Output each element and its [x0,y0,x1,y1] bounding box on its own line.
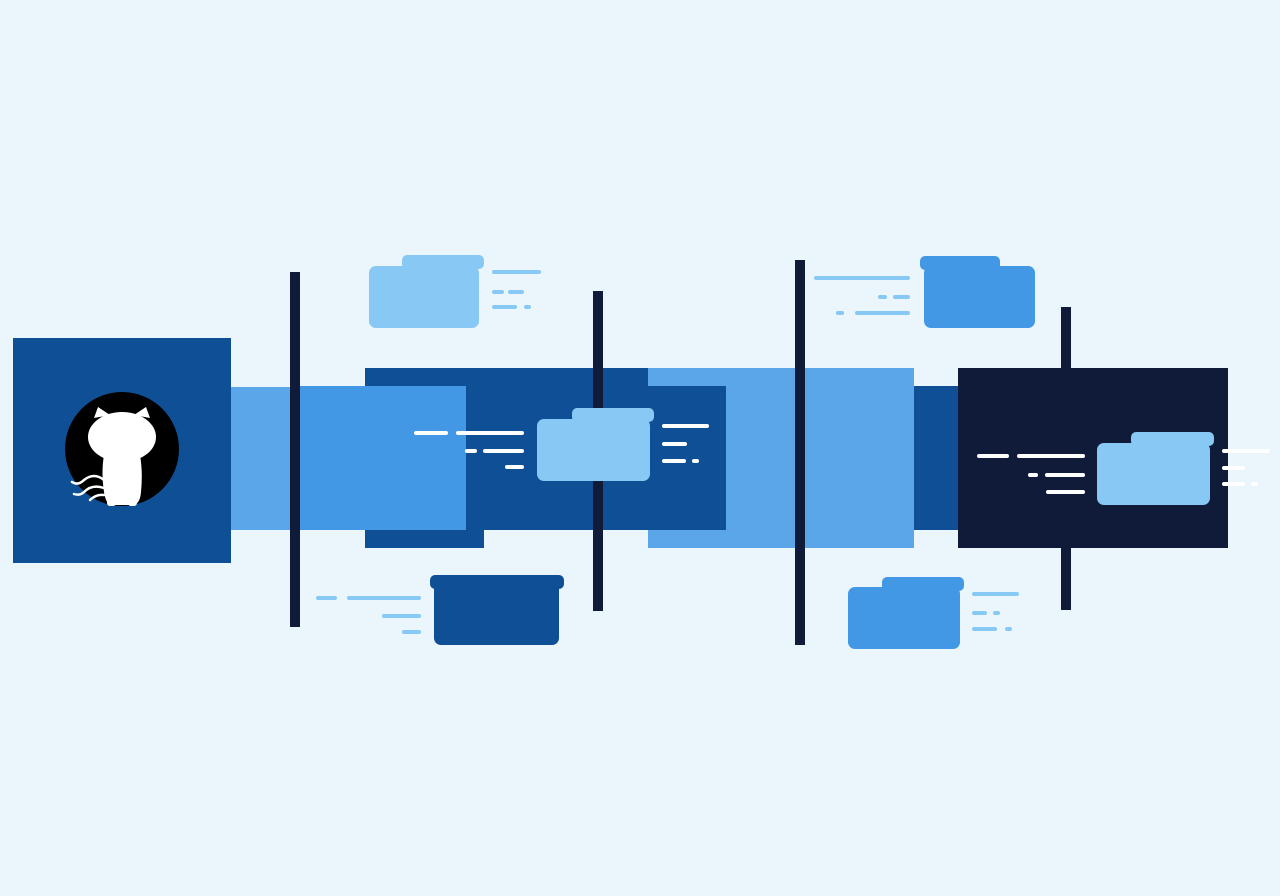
folder-icon [402,255,484,269]
github-octocat-icon [88,407,156,506]
lines-bottom-right [972,592,1019,631]
folder-center-right [1097,432,1214,505]
folder-icon [1131,432,1214,446]
lines-top-right [814,276,910,315]
lines-center-right-out [1222,449,1270,486]
pipeline-band [231,368,1228,548]
divider-4 [1061,307,1071,610]
folder-center-left [537,408,654,481]
motion-lines [316,270,1270,634]
folder-top-right [920,256,1035,328]
divider-1 [290,272,300,627]
folder-icon [572,408,654,422]
lines-center-left-out [662,424,709,463]
segment-stage-2-tail [648,386,726,530]
segment-stage-1-front [299,386,466,530]
lines-top-left [492,270,541,309]
lines-center-left-in [414,431,524,469]
folder-bottom-left [430,575,564,645]
lines-center-right-in [977,454,1085,494]
folder-top-left [369,255,484,328]
lines-bottom-left [316,596,421,634]
source-repo-block [13,338,231,563]
octocat-tail [70,474,106,502]
folder-bottom-right [848,577,964,649]
divider-3 [795,260,805,645]
segment-connector-1 [231,387,301,530]
